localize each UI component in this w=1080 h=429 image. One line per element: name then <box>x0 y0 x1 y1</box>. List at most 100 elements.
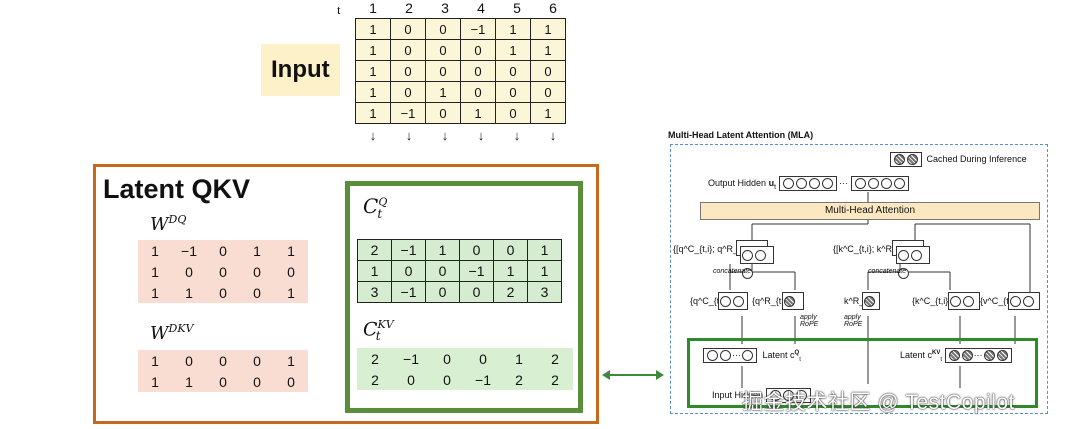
qr-stack <box>782 292 804 310</box>
cq-matrix-cell: 2 <box>493 281 528 303</box>
input-arrows: ↓↓↓↓↓↓ <box>355 128 571 143</box>
cq-matrix-cell: 1 <box>357 260 392 282</box>
down-arrow-icon: ↓ <box>549 128 557 143</box>
wdkv-matrix-cell: 0 <box>219 352 227 369</box>
mla-legend: Cached During Inference <box>890 152 1027 168</box>
q-apply-rope: apply RoPE <box>800 314 819 328</box>
wdq-matrix-cell: 1 <box>151 242 159 259</box>
input-matrix-cell: 0 <box>530 60 566 82</box>
cq-matrix-cell: 2 <box>357 239 392 261</box>
kr-label: k^R_t <box>844 296 867 306</box>
wdq-matrix-cell: 1 <box>287 284 295 301</box>
input-matrix-cell: 0 <box>495 81 531 103</box>
mla-connectors <box>729 192 1031 388</box>
kc-stack <box>948 292 980 310</box>
ckv-matrix-cell: 0 <box>443 371 451 388</box>
wdq-matrix-cell: 1 <box>151 263 159 280</box>
wdkv-matrix-cell: 1 <box>151 352 159 369</box>
ckv-matrix-cell: 2 <box>371 350 379 367</box>
input-matrix-cell: 0 <box>425 39 461 61</box>
input-matrix-cell: 0 <box>425 60 461 82</box>
ckv-matrix-cell: −1 <box>403 350 419 367</box>
ckv-matrix-cell: 0 <box>443 350 451 367</box>
down-arrow-icon: ↓ <box>405 128 413 143</box>
wdkv-matrix-cell: 0 <box>219 373 227 390</box>
ckv-matrix-cell: 2 <box>371 371 379 388</box>
cq-matrix-cell: 0 <box>425 260 460 282</box>
input-matrix-cell: 0 <box>390 60 426 82</box>
input-matrix-cell: 0 <box>390 18 426 40</box>
input-column-header: 3 <box>441 0 449 16</box>
input-matrix-cell: 0 <box>460 60 496 82</box>
down-arrow-icon: ↓ <box>513 128 521 143</box>
input-matrix-cell: 0 <box>495 102 531 124</box>
cq-matrix-cell: 1 <box>425 239 460 261</box>
wdq-matrix-cell: 1 <box>287 242 295 259</box>
ckv-matrix-cell: 2 <box>551 350 559 367</box>
qc-label: {q^C_{t,i}} <box>690 296 730 306</box>
wdq-matrix-cell: 1 <box>185 284 193 301</box>
input-matrix-cell: −1 <box>460 18 496 40</box>
qc-stack <box>718 292 748 310</box>
input-matrix-cell: 1 <box>495 39 531 61</box>
t-axis-label: t <box>337 2 341 17</box>
input-matrix-cell: 1 <box>355 39 391 61</box>
ckv-matrix-cell: −1 <box>475 371 491 388</box>
input-matrix-cell: 1 <box>355 81 391 103</box>
wdq-matrix-cell: 0 <box>219 284 227 301</box>
input-column-header: 1 <box>369 0 377 16</box>
kr-stack <box>862 292 880 310</box>
kc-label: {k^C_{t,i}} <box>912 296 952 306</box>
k-concat-stack-front <box>896 246 930 280</box>
cq-matrix-cell: 0 <box>493 239 528 261</box>
vc-stack <box>1008 292 1040 310</box>
k-apply-rope: apply RoPE <box>844 314 863 328</box>
watermark: 掘金技术社区 @ TestCopilot <box>742 391 1015 414</box>
wdq-matrix-cell: −1 <box>181 242 197 259</box>
input-matrix-cell: 0 <box>425 18 461 40</box>
wdkv-matrix-cell: 1 <box>151 373 159 390</box>
multi-head-attention-block: Multi-Head Attention <box>700 202 1040 220</box>
q-concatenate-label: concatenate <box>713 268 752 275</box>
input-matrix-cell: 0 <box>460 81 496 103</box>
cq-matrix-cell: 0 <box>425 281 460 303</box>
q-concat-stack-front <box>740 246 774 280</box>
input-matrix-cell: 0 <box>495 60 531 82</box>
cq-matrix-cell: 0 <box>391 260 426 282</box>
k-concatenate-label: concatenate <box>868 268 907 275</box>
mla-frame <box>670 144 1048 414</box>
cq-matrix-cell: −1 <box>391 239 426 261</box>
input-matrix-cell: 1 <box>355 102 391 124</box>
vc-label: {v^C_{t,i}} <box>980 296 1020 306</box>
input-label: Input <box>261 44 340 96</box>
down-arrow-icon: ↓ <box>477 128 485 143</box>
input-matrix-cell: 1 <box>460 102 496 124</box>
wdkv-label: WDKV <box>150 322 194 344</box>
wdkv-matrix-cell: 0 <box>185 352 193 369</box>
input-matrix-cell: 0 <box>390 81 426 103</box>
input-column-header: 4 <box>477 0 485 16</box>
mla-title: Multi-Head Latent Attention (MLA) <box>668 130 814 140</box>
ckv-matrix-cell: 0 <box>407 371 415 388</box>
cq-matrix-cell: 0 <box>459 239 494 261</box>
input-matrix-cell: 1 <box>425 81 461 103</box>
wdkv-matrix-cell: 1 <box>185 373 193 390</box>
q-concat-label: {[q^C_{t,i}; q^R_{t,i}]} <box>673 244 757 254</box>
cq-matrix-cell: 1 <box>527 239 562 261</box>
cq-matrix-cell: 0 <box>459 281 494 303</box>
